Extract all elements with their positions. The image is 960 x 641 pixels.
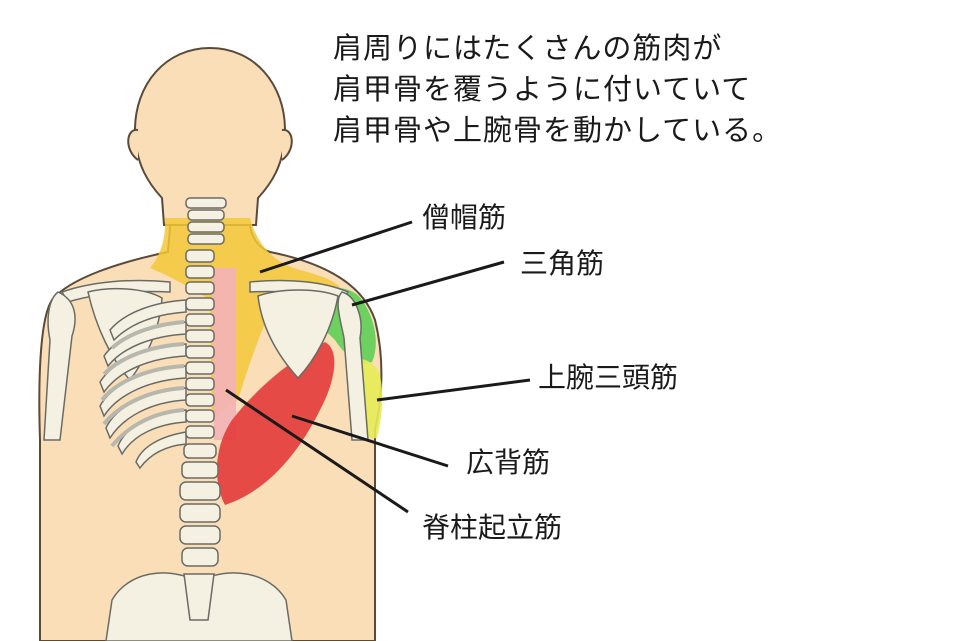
- erector-spinae-muscle: [212, 268, 236, 440]
- label-latissimus: 広背筋: [466, 446, 551, 479]
- vertebra: [183, 443, 217, 459]
- caption-line: 肩周りにはたくさんの筋肉が: [333, 31, 723, 65]
- vertebra: [185, 361, 215, 375]
- vertebra: [185, 249, 215, 263]
- vertebra: [185, 313, 215, 327]
- vertebra: [185, 393, 215, 407]
- latissimus-leader-line: [291, 414, 449, 468]
- label-trapezius: 僧帽筋: [422, 201, 507, 234]
- rib-shadow: [110, 320, 185, 350]
- rib: [135, 431, 187, 470]
- left-humerus: [43, 291, 76, 441]
- left-ear: [127, 128, 139, 161]
- erector-spinae-leader-line: [225, 388, 409, 514]
- caption-line: 肩甲骨や上腕骨を動かしている。: [333, 113, 783, 147]
- vertebra: [179, 481, 221, 501]
- cervical-vertebra: [185, 197, 227, 209]
- rib-shadow: [100, 364, 185, 402]
- spine: [179, 249, 221, 567]
- vertebra: [179, 525, 221, 545]
- rib-shadow: [102, 342, 185, 376]
- vertebra: [185, 409, 215, 423]
- skeleton: [43, 197, 369, 641]
- vertebra: [185, 281, 215, 295]
- vertebra: [185, 377, 215, 391]
- label-deltoid: 三角筋: [520, 247, 605, 280]
- label-erector-spinae: 脊柱起立筋: [422, 511, 563, 544]
- vertebra: [185, 265, 215, 279]
- triceps-leader-line: [376, 378, 531, 402]
- cervical-vertebra: [187, 221, 225, 233]
- leader-lines: [225, 220, 531, 514]
- vertebra: [181, 547, 219, 567]
- rib-shadow: [102, 386, 185, 426]
- vertebra: [181, 461, 219, 479]
- right-scapula: [257, 289, 339, 380]
- deltoid-leader-line: [351, 260, 505, 307]
- sacrum: [183, 573, 215, 621]
- vertebra: [185, 425, 215, 439]
- vertebra: [185, 329, 215, 343]
- rib: [109, 299, 187, 342]
- vertebra: [185, 297, 215, 311]
- cervical-vertebra: [187, 233, 225, 245]
- caption: 肩周りにはたくさんの筋肉が 肩甲骨を覆うように付いていて 肩甲骨や上腕骨を動かし…: [333, 28, 782, 151]
- trapezius-leader-line: [259, 220, 413, 274]
- cervical-vertebra: [187, 209, 225, 221]
- label-triceps: 上腕三頭筋: [538, 361, 679, 394]
- vertebra: [185, 345, 215, 359]
- vertebra: [179, 503, 221, 523]
- rib-shadows: [100, 320, 185, 448]
- caption-line: 肩甲骨を覆うように付いていて: [333, 72, 752, 106]
- right-ear: [281, 128, 293, 161]
- right-humerus: [337, 291, 369, 441]
- rib-shadow: [110, 408, 185, 448]
